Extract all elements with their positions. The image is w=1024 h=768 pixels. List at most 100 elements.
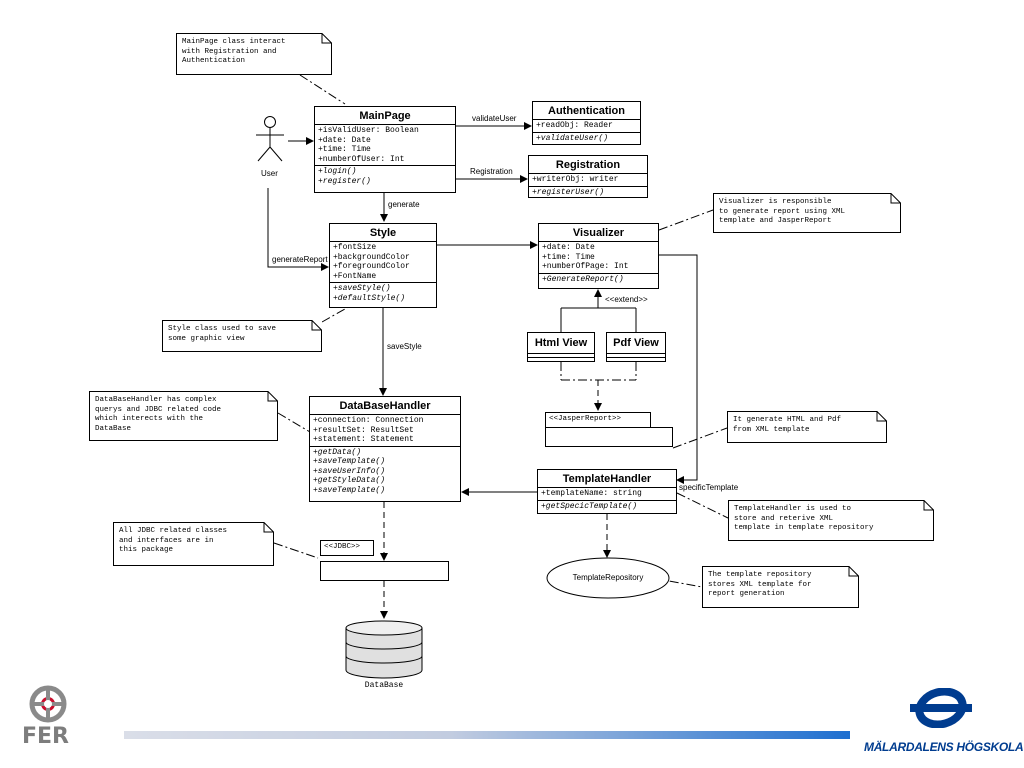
class-operations: +saveStyle() +defaultStyle() — [330, 282, 436, 304]
class-divider — [607, 357, 665, 358]
class-operation: +saveStyle() — [333, 284, 391, 293]
class-operations: +GenerateReport() — [539, 272, 658, 286]
mdh-logo-text: MÄLARDALENS HÖGSKOLA — [864, 740, 1024, 754]
class-operations: +login() +register() — [315, 165, 455, 187]
class-attribute: +time: Time — [318, 145, 371, 154]
class-title: DataBaseHandler — [310, 397, 460, 415]
note-line: The template repository — [708, 571, 812, 579]
visualizer-template-link — [659, 254, 698, 484]
jdbc-package-tab: <<JDBC>> — [320, 540, 374, 556]
class-attribute: +templateName: string — [541, 489, 642, 498]
class-attribute: +writerObj: writer — [532, 175, 619, 184]
note-line: with Registration and — [182, 47, 277, 56]
class-attribute: +FontName — [333, 271, 377, 281]
database-handler-class: DataBaseHandler +connection: Connection … — [309, 396, 461, 502]
usecase-label: TemplateRepository — [572, 573, 644, 582]
note-line: this package — [119, 546, 174, 554]
class-title: Authentication — [533, 102, 640, 120]
authentication-class: Authentication +readObj: Reader +validat… — [532, 101, 641, 145]
class-title: MainPage — [315, 107, 455, 125]
class-title: Html View — [528, 333, 594, 354]
jasper-package-body — [545, 427, 673, 447]
database-note: DataBaseHandler has complex querys and J… — [89, 391, 278, 441]
note-line: from XML template — [733, 425, 810, 434]
note-line: to generate report using XML — [719, 207, 846, 216]
class-operation: +registerUser() — [532, 187, 605, 197]
class-operations: +getData() +saveTemplate() +saveUserInfo… — [310, 445, 460, 497]
validate-user-label: validateUser — [472, 114, 517, 123]
fer-emblem-icon — [29, 685, 67, 723]
class-attributes: +templateName: string — [538, 488, 676, 500]
specific-template-label: specificTemplate — [679, 483, 739, 492]
class-attribute: +date: Date — [318, 135, 371, 145]
class-divider — [528, 357, 594, 358]
mdh-logo: MÄLARDALENS HÖGSKOLA — [862, 688, 1024, 760]
class-operations: +registerUser() — [529, 185, 647, 199]
class-attribute: +statement: Statement — [313, 435, 414, 444]
pdfview-class: Pdf View — [606, 332, 666, 362]
jdbc-note: All JDBC related classes and interfaces … — [113, 522, 274, 566]
class-operation: +getData() — [313, 447, 362, 457]
class-attributes: +connection: Connection +resultSet: Resu… — [310, 415, 460, 446]
class-attribute: +resultSet: ResultSet — [313, 425, 414, 435]
class-attribute: +numberOfPage: Int — [542, 262, 629, 271]
class-title: Registration — [529, 156, 647, 174]
template-handler-class: TemplateHandler +templateName: string +g… — [537, 469, 677, 514]
class-title: Visualizer — [539, 224, 658, 242]
visualizer-note: Visualizer is responsible to generate re… — [713, 193, 901, 233]
class-operation: +saveTemplate() — [313, 457, 386, 466]
jdbc-package-body — [320, 561, 449, 581]
save-style-label: saveStyle — [387, 342, 422, 351]
class-attribute: +connection: Connection — [313, 416, 424, 425]
note-line: template in template repository — [734, 524, 874, 532]
template-repository-usecase: TemplateRepository — [546, 557, 670, 599]
class-attributes: +isValidUser: Boolean +date: Date +time:… — [315, 125, 455, 165]
note-line: which interects with the — [95, 415, 204, 423]
class-attribute: +foregroundColor — [333, 262, 410, 271]
note-line: Visualizer is responsible — [719, 198, 832, 206]
note-line: and interfaces are in — [119, 536, 214, 545]
fer-logo: FER — [20, 684, 80, 756]
note-line: MainPage class interact — [182, 38, 286, 46]
class-operation: +validateUser() — [536, 133, 609, 143]
class-operations: +getSpecicTemplate() — [538, 499, 676, 513]
class-operation: +login() — [318, 167, 357, 176]
class-title: Style — [330, 224, 436, 242]
class-title: Pdf View — [607, 333, 665, 354]
note-line: Style class used to save — [168, 325, 277, 333]
database-store: DataBase — [344, 620, 424, 690]
class-operation: +getStyleData() — [313, 476, 386, 485]
class-operation: +saveTemplate() — [313, 485, 386, 495]
mainpage-class: MainPage +isValidUser: Boolean +date: Da… — [314, 106, 456, 193]
class-operations: +validateUser() — [533, 131, 640, 145]
note-line: stores XML template for — [708, 580, 812, 589]
template-note: TemplateHandler is used to store and ret… — [728, 500, 934, 541]
class-attribute: +fontSize — [333, 243, 377, 252]
note-line: DataBase — [95, 424, 132, 433]
repository-note: The template repository stores XML templ… — [702, 566, 859, 608]
note-line: All JDBC related classes — [119, 527, 228, 535]
footer-gradient-bar — [124, 731, 850, 739]
note-line: TemplateHandler is used to — [734, 505, 852, 513]
stick-figure-icon — [256, 116, 284, 162]
class-operation: +GenerateReport() — [542, 274, 624, 284]
actor-label: User — [261, 169, 278, 178]
class-operation: +getSpecicTemplate() — [541, 501, 638, 511]
class-attribute: +backgroundColor — [333, 252, 410, 262]
registration-class: Registration +writerObj: writer +registe… — [528, 155, 648, 198]
class-attribute: +readObj: Reader — [536, 121, 613, 130]
note-line: some graphic view — [168, 334, 245, 343]
html-pdf-note: It generate HTML and Pdf from XML templa… — [727, 411, 887, 443]
note-line: DataBaseHandler has complex — [95, 396, 217, 404]
class-operation: +saveUserInfo() — [313, 466, 386, 476]
user-actor: User — [252, 115, 288, 185]
class-attributes: +fontSize +backgroundColor +foregroundCo… — [330, 242, 436, 282]
note-line: Authentication — [182, 57, 246, 65]
note-line: report generation — [708, 590, 785, 598]
class-attribute: +isValidUser: Boolean — [318, 126, 419, 135]
class-operation: +defaultStyle() — [333, 293, 406, 303]
class-attributes: +writerObj: writer — [529, 174, 647, 186]
note-line: querys and JDBC related code — [95, 405, 222, 414]
visualizer-class: Visualizer +date: Date +time: Time +numb… — [538, 223, 659, 289]
